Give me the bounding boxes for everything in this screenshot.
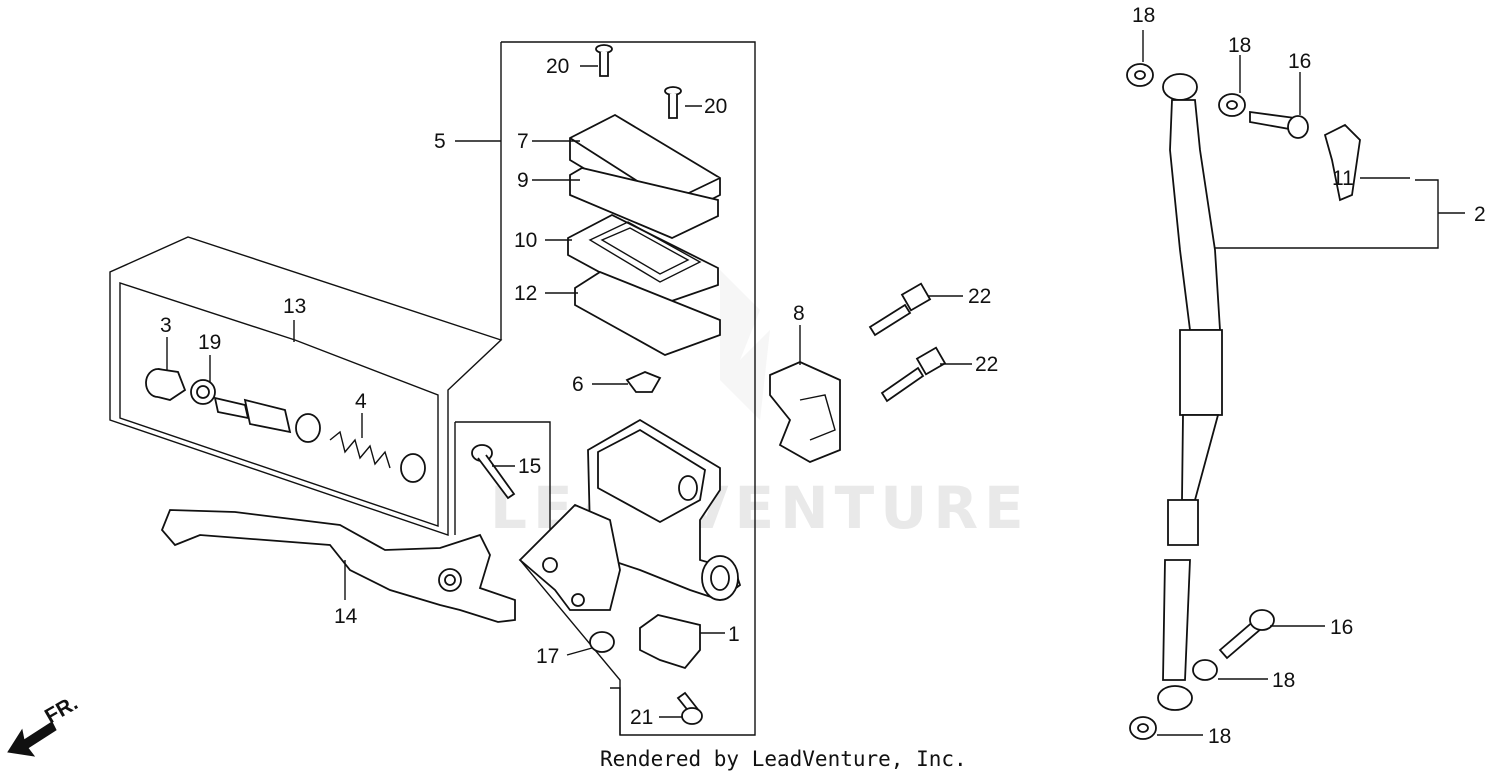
piston-assembly <box>213 396 321 443</box>
brake-light-switch <box>639 614 701 670</box>
watermark-logo <box>720 270 770 420</box>
callout-11: 11 <box>1332 167 1354 190</box>
callout-10: 10 <box>514 229 537 252</box>
cap-screw-upper <box>595 44 613 77</box>
callout-4: 4 <box>355 390 367 413</box>
front-direction-label: FR. <box>41 691 82 728</box>
callout-1: 1 <box>728 623 740 646</box>
spring-seat <box>400 453 426 483</box>
sealing-washer-top-left <box>1126 63 1154 87</box>
holder-bolt-upper <box>868 282 932 337</box>
callout-18: 18 <box>1132 4 1155 27</box>
sealing-washer-bottom-right <box>1192 659 1218 681</box>
diaphragm-plate <box>569 167 719 239</box>
sealing-washer-bottom <box>1129 716 1157 740</box>
callout-6: 6 <box>572 373 584 396</box>
banjo-bolt-top <box>1249 110 1309 139</box>
front-direction-arrow: FR. <box>7 691 82 757</box>
retaining-clip <box>625 371 662 393</box>
callout-16: 16 <box>1330 616 1353 639</box>
leader-lines <box>166 30 1410 736</box>
reservoir-diaphragm <box>567 213 719 306</box>
bleed-screw <box>676 691 703 725</box>
callout-labels: 18 18 16 11 2 20 20 5 7 9 10 12 22 22 8 … <box>160 4 1486 748</box>
master-cylinder-holder <box>769 361 841 463</box>
circlip <box>190 379 216 405</box>
holder-bolt-lower <box>880 346 947 403</box>
master-cylinder-body <box>518 418 742 611</box>
pivot-nut <box>589 631 615 653</box>
callout-22: 22 <box>968 285 991 308</box>
brake-hose <box>1157 73 1223 711</box>
piston-spring <box>329 430 391 469</box>
callout-17: 17 <box>536 645 559 668</box>
lever-pivot-bolt <box>471 444 516 500</box>
sealing-washer-top-right <box>1218 93 1246 117</box>
group-outlines <box>109 41 1465 736</box>
callout-20: 20 <box>546 55 569 78</box>
callout-16: 16 <box>1288 50 1311 73</box>
dust-boot <box>145 368 187 401</box>
reservoir-float <box>574 270 721 356</box>
callout-18: 18 <box>1272 669 1295 692</box>
callout-8: 8 <box>793 302 805 325</box>
banjo-cap <box>1323 123 1361 202</box>
cap-screw-lower <box>664 86 682 119</box>
callout-14: 14 <box>334 605 358 628</box>
callout-13: 13 <box>283 295 306 318</box>
callout-15: 15 <box>518 455 541 478</box>
callout-12: 12 <box>514 282 537 305</box>
banjo-bolt-bottom <box>1218 609 1275 660</box>
callout-19: 19 <box>198 331 221 354</box>
callout-22: 22 <box>975 353 998 376</box>
callout-18: 18 <box>1228 34 1251 57</box>
callout-5: 5 <box>434 130 446 153</box>
callout-20: 20 <box>704 95 727 118</box>
callout-3: 3 <box>160 314 172 337</box>
callout-9: 9 <box>517 169 529 192</box>
callout-2: 2 <box>1474 203 1486 226</box>
callout-7: 7 <box>517 130 529 153</box>
render-credit: Rendered by LeadVenture, Inc. <box>600 747 967 771</box>
callout-18: 18 <box>1208 725 1231 748</box>
callout-21: 21 <box>630 706 653 729</box>
brake-lever <box>160 509 516 623</box>
